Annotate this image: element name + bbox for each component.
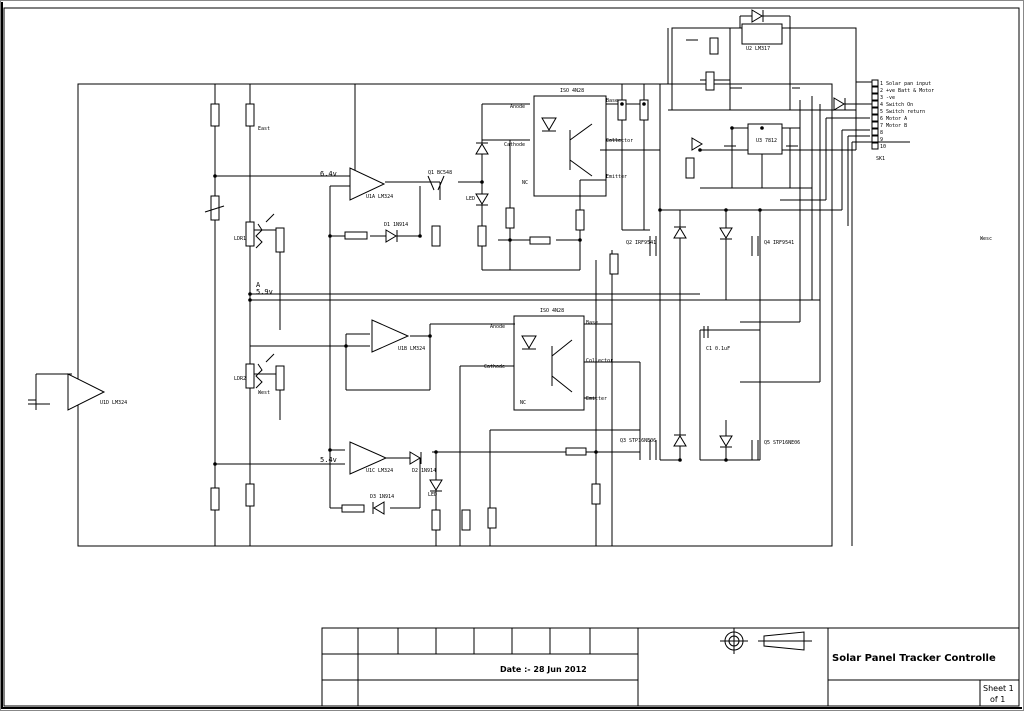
circuit-wiring [30, 15, 910, 547]
opto2-cathode: Cathode [484, 364, 505, 370]
part-u3: U3 7812 [756, 138, 777, 144]
pin-4: 4 Switch On [880, 102, 913, 108]
title-name: Solar Panel Tracker Controlle [832, 653, 996, 664]
resistors [210, 37, 719, 531]
label-west: West [258, 390, 270, 396]
pin-9: 9 [880, 137, 883, 143]
title-block [321, 627, 1020, 707]
pin-8: 8 [880, 130, 883, 136]
part-d2: D2 1N914 [412, 468, 436, 474]
pin-2: 2 +ve Batt & Motor [880, 88, 934, 94]
part-u1a: U1A LM324 [366, 194, 393, 200]
opto1-nc: NC [522, 180, 528, 186]
part-ldr2: LDR2 [234, 376, 246, 382]
part-c1: C1 0.1uF [706, 346, 730, 352]
label-5-4v: 5.4v [320, 456, 337, 464]
part-iso2: ISO 4N28 [540, 308, 564, 314]
part-ldr1: LDR1 [234, 236, 246, 242]
part-q5: Q5 STP16NE06 [764, 440, 800, 446]
opto-internals [551, 123, 593, 393]
net-labels: 6.4v A 5.9v 5.4v Anode Cathode Collector… [256, 98, 992, 464]
part-u1d: U1D LM324 [100, 400, 127, 406]
part-u1c: U1C LM324 [366, 468, 393, 474]
op-amps [67, 167, 410, 475]
regulators [741, 23, 783, 155]
opto2-emitter: Emitter [586, 396, 607, 402]
label-wesc: Wesc [980, 236, 992, 242]
part-q2: Q2 IRF9541 [626, 240, 656, 246]
title-date: Date :- 28 Jun 2012 [500, 665, 587, 674]
part-led2: LED [428, 492, 437, 498]
capacitors [28, 39, 800, 405]
pin-6: 6 Motor A [880, 116, 907, 122]
part-u2: U2 LM317 [746, 46, 770, 52]
diodes [372, 9, 846, 515]
opto2-nc: NC [520, 400, 526, 406]
opto1-emitter: Emitter [606, 174, 627, 180]
pin-1: 1 Solar pan input [880, 81, 931, 87]
part-labels: U1A LM324 U1B LM324 U1C LM324 U1D LM324 … [100, 46, 800, 500]
sheet-number: Sheet 1 [983, 684, 1014, 693]
opto1-cathode: Cathode [504, 142, 525, 148]
part-d1: D1 1N914 [384, 222, 408, 228]
ldr-potentiometers [204, 205, 275, 389]
label-5-9v: 5.9v [256, 288, 273, 296]
opto1-anode: Anode [510, 104, 525, 110]
opto2-base: Base [586, 320, 598, 326]
opto1-collector: Collector [606, 138, 633, 144]
pin-3: 3 -ve [880, 95, 895, 101]
opto1-base: Base [606, 98, 618, 104]
part-q1: Q1 BC548 [428, 170, 452, 176]
sheet-total: of 1 [990, 695, 1005, 704]
connector-ref: SK1 [876, 156, 885, 162]
part-q3: Q3 STP16NE06 [620, 438, 656, 444]
part-d3: D3 1N914 [370, 494, 394, 500]
label-a: A [256, 281, 261, 289]
pin-5: 5 Switch return [880, 109, 925, 115]
connector-block [871, 79, 879, 150]
opto2-anode: Anode [490, 324, 505, 330]
label-east: East [258, 126, 270, 132]
part-led1: LED [466, 196, 475, 202]
part-u1b: U1B LM324 [398, 346, 425, 352]
junction-dots [213, 102, 764, 466]
pin-10: 10 [880, 144, 886, 150]
part-q4: Q4 IRF9541 [764, 240, 794, 246]
connector-labels: 1 Solar pan input 2 +ve Batt & Motor 3 -… [876, 81, 934, 162]
label-6-4v: 6.4v [320, 170, 337, 178]
opto2-collector: Collector [586, 358, 613, 364]
part-iso1: ISO 4N28 [560, 88, 584, 94]
mosfets [427, 175, 759, 460]
pin-7: 7 Motor B [880, 123, 907, 129]
